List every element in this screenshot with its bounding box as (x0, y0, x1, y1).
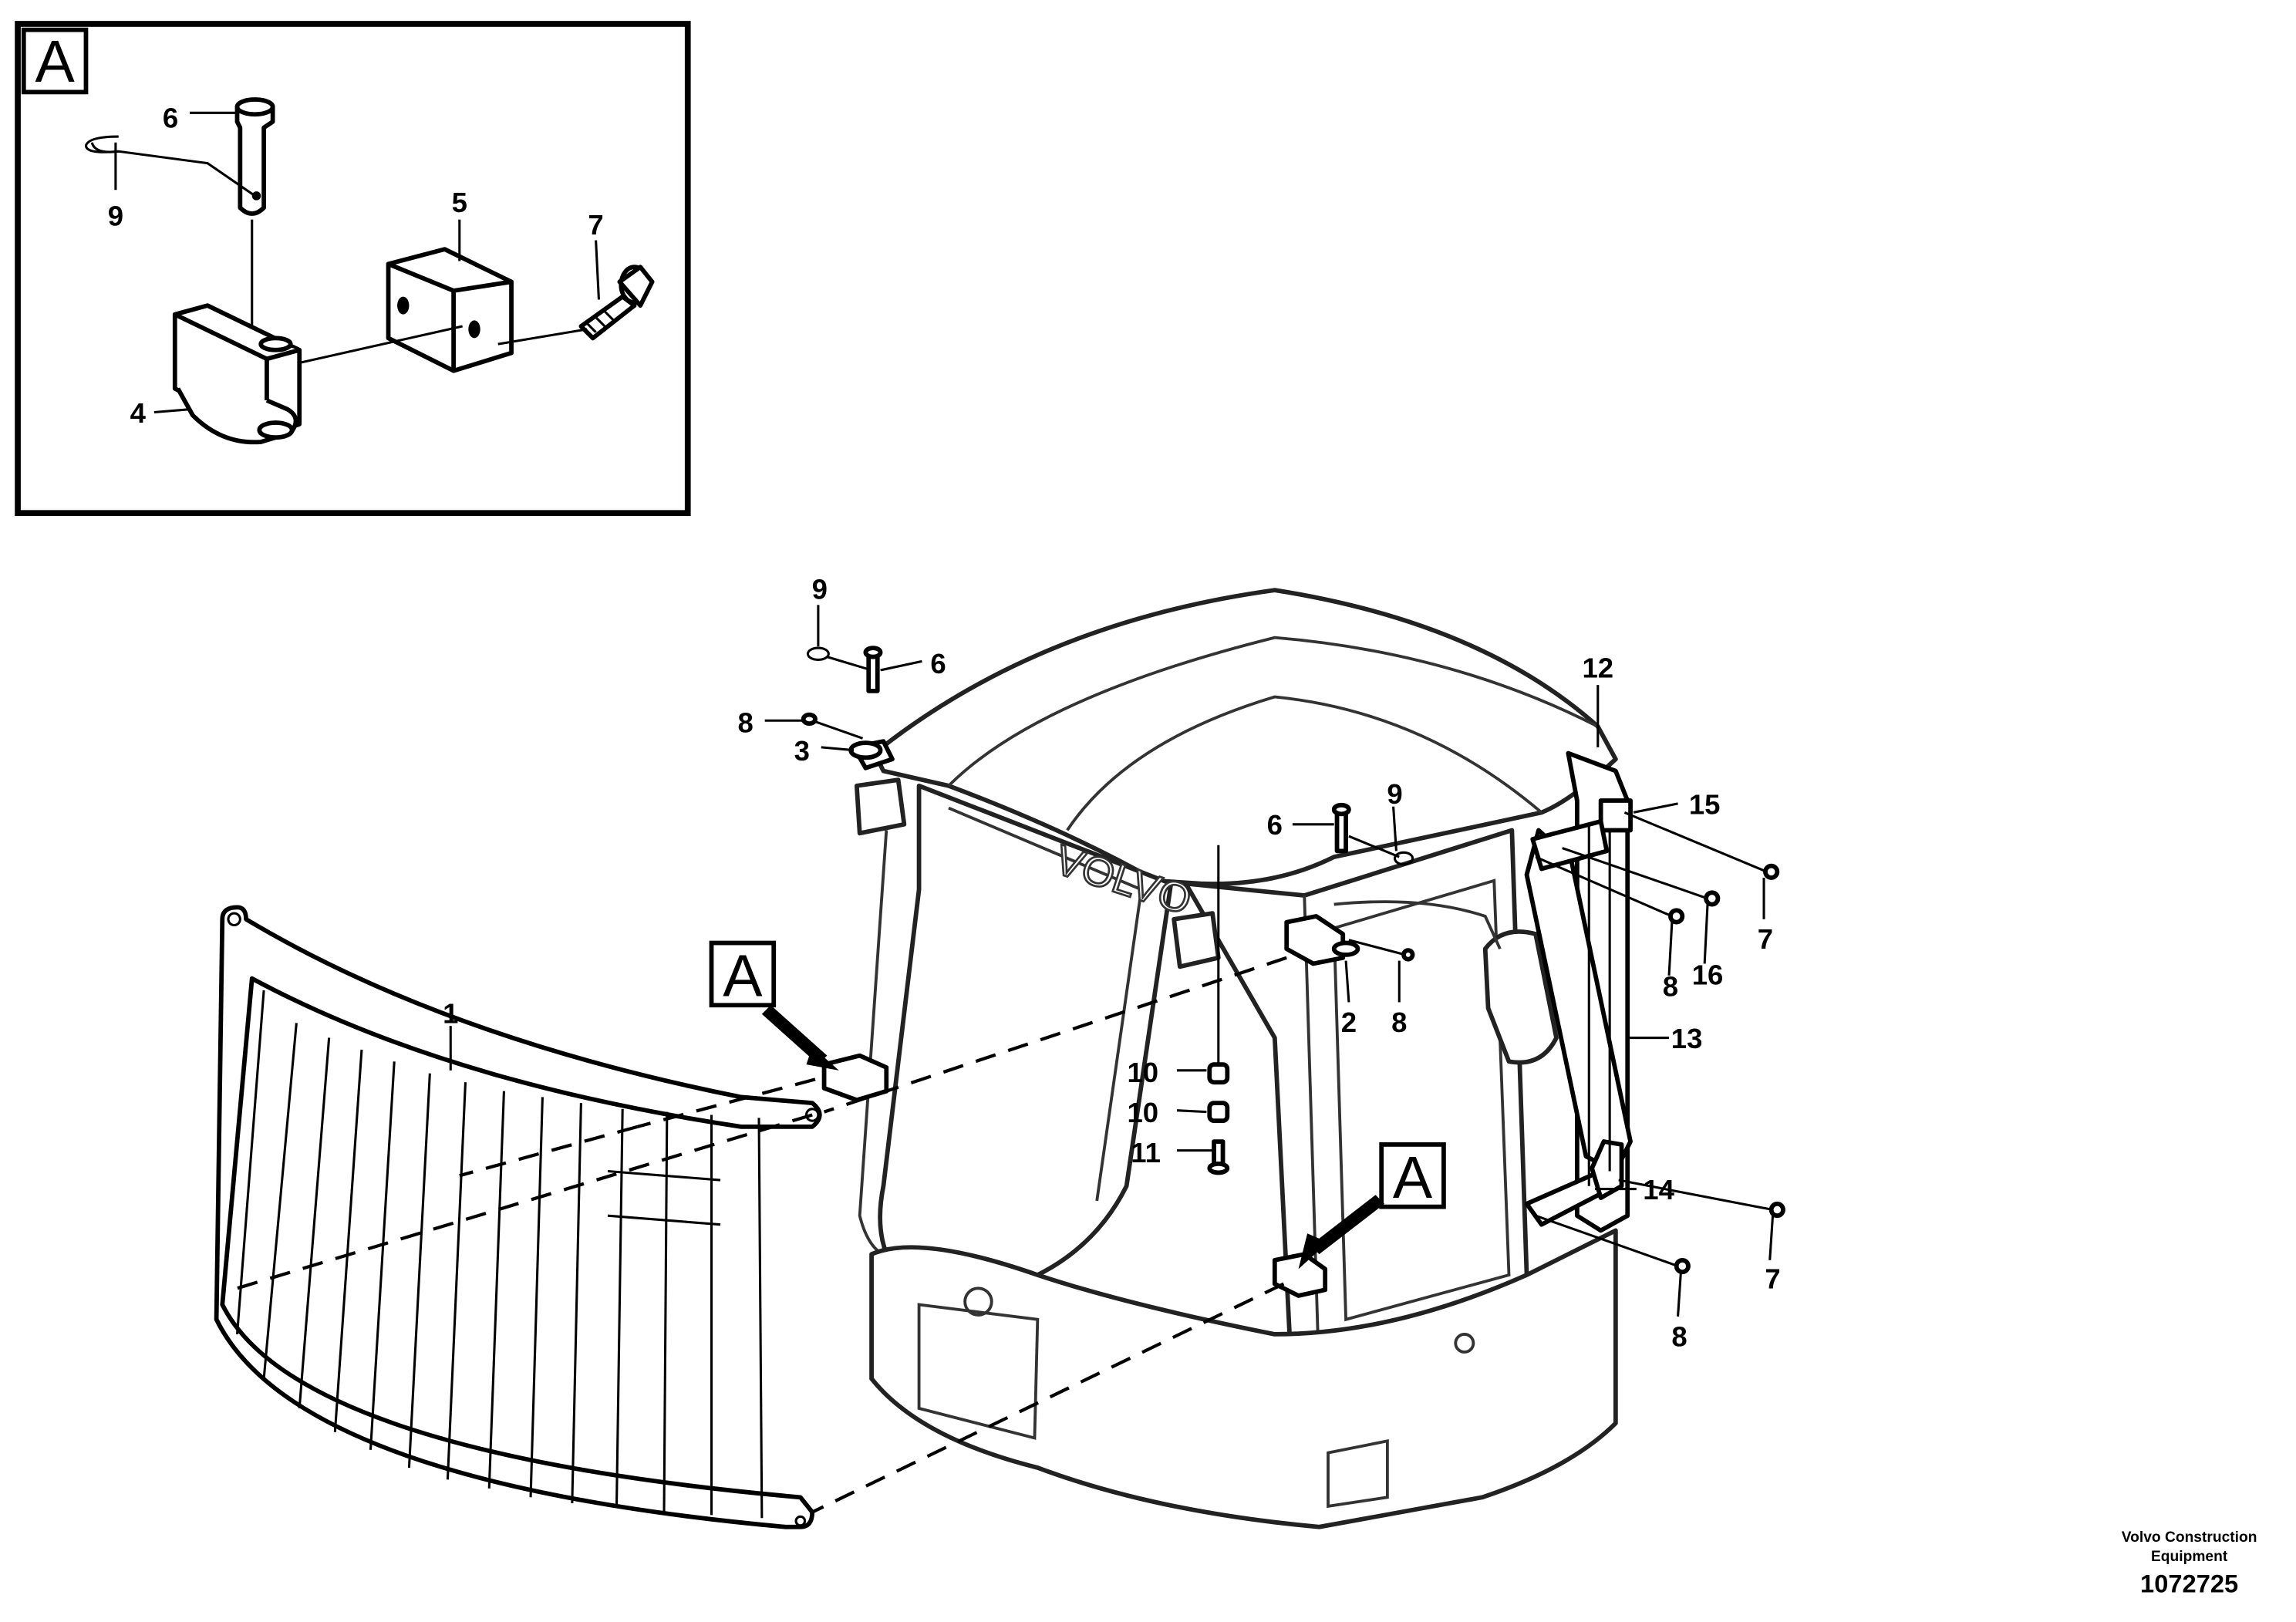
part-number: 1072725 (2140, 1569, 2238, 1597)
bolt-part (578, 265, 655, 341)
assembly-lines (221, 956, 1287, 1514)
detail-callout-9: 9 (108, 200, 123, 231)
callout-6-top: 6 (930, 648, 946, 679)
detail-label-box (21, 27, 89, 95)
main-callouts: 9 6 8 3 12 15 6 9 7 8 16 2 8 13 10 10 11… (443, 574, 1781, 1353)
callout-6-door: 6 (1267, 809, 1283, 841)
callout-9-top: 9 (812, 574, 828, 605)
detail-ref-right: A (1298, 1142, 1446, 1270)
callout-7-lower: 7 (1765, 1263, 1780, 1294)
detail-label: A (35, 29, 75, 95)
callout-9-door: 9 (1387, 778, 1402, 810)
callout-12: 12 (1582, 653, 1613, 684)
callout-14: 14 (1643, 1174, 1674, 1206)
callout-1: 1 (443, 997, 458, 1029)
detail-ref-label-left: A (723, 943, 763, 1010)
front-guard (214, 905, 822, 1529)
callout-16: 16 (1692, 959, 1724, 990)
callout-10-b: 10 (1127, 1097, 1158, 1128)
detail-callout-7: 7 (588, 209, 603, 241)
callout-8-upper-right: 8 (1663, 971, 1678, 1003)
callout-2: 2 (1341, 1007, 1357, 1038)
callout-8-door: 8 (1391, 1007, 1407, 1038)
credit-line-2: Equipment (2151, 1549, 2228, 1565)
detail-ref-label-right: A (1393, 1145, 1433, 1211)
detail-ref-left: A (709, 940, 839, 1071)
detail-inset-a: A (15, 21, 691, 517)
credit-block: Volvo Construction Equipment 1072725 (2122, 1529, 2257, 1597)
callout-11: 11 (1131, 1137, 1161, 1168)
callout-15: 15 (1689, 788, 1721, 820)
side-guard (1524, 750, 1633, 1233)
fasteners (801, 646, 1785, 1275)
pin-part (234, 97, 275, 216)
block-part (386, 247, 514, 373)
callout-8-top: 8 (738, 707, 754, 739)
detail-callout-5: 5 (452, 187, 467, 218)
detail-callout-4: 4 (130, 397, 147, 429)
callout-3: 3 (794, 735, 810, 767)
callout-8-lower: 8 (1671, 1320, 1687, 1352)
hinge-part (172, 303, 302, 445)
callout-10-a: 10 (1127, 1057, 1158, 1088)
callout-13: 13 (1671, 1023, 1703, 1054)
detail-callout-6: 6 (163, 103, 178, 134)
leader-lines (449, 605, 1775, 1317)
cab-body: VOLVO (854, 588, 1618, 1529)
credit-line-1: Volvo Construction (2122, 1529, 2257, 1546)
callout-7-upper: 7 (1758, 923, 1773, 955)
detail-frame (15, 21, 691, 517)
